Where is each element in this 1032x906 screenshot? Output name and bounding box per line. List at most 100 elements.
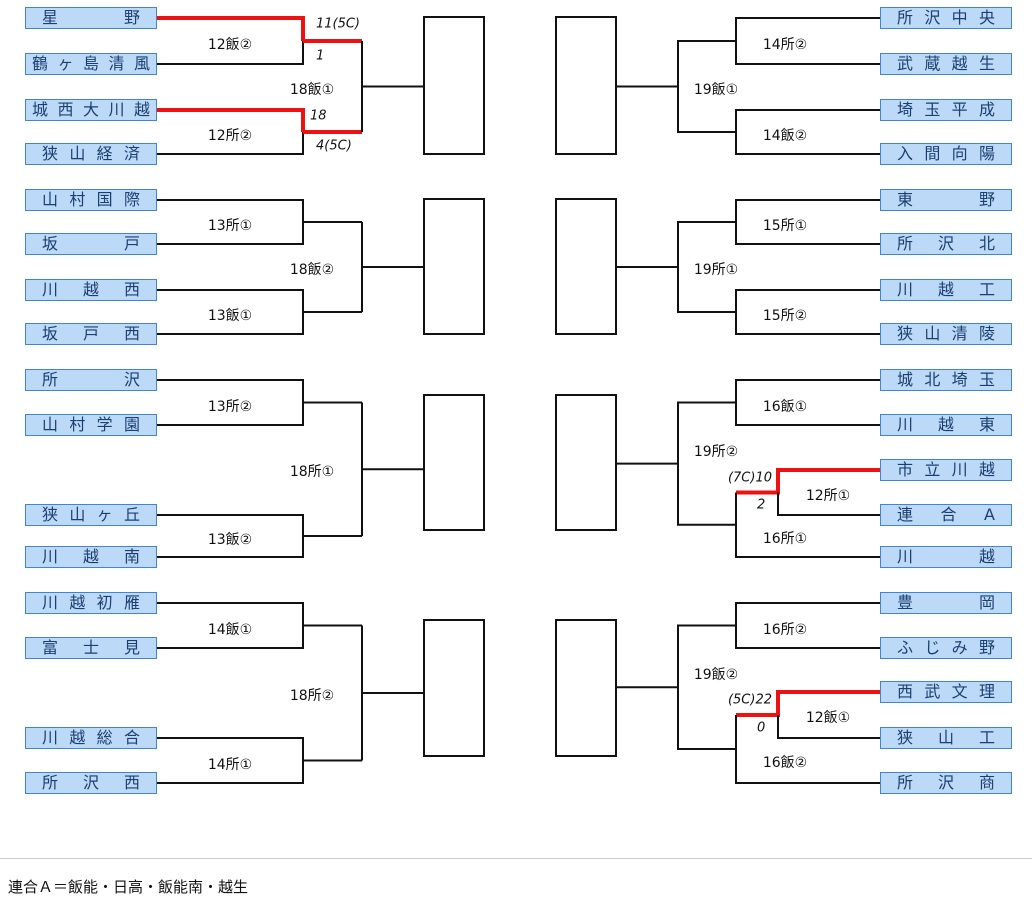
- team-box: ふじみ野: [880, 637, 1012, 659]
- team-box: 東野: [880, 189, 1012, 211]
- winner-line: [157, 16, 305, 41]
- bracket-line: [735, 602, 880, 649]
- team-box: 川越西: [25, 279, 157, 301]
- team-box: 狭山工: [880, 727, 1012, 749]
- team-box: 市立川越: [880, 459, 1012, 481]
- match-label: 12飯②: [207, 37, 253, 53]
- bracket-line: [157, 379, 304, 403]
- bracket-line: [735, 715, 880, 784]
- team-box: 川越総合: [25, 727, 157, 749]
- team-box: 城西大川越: [25, 99, 157, 121]
- team-box: 富士見: [25, 637, 157, 659]
- bracket-line: [157, 199, 304, 222]
- team-box: 西武文理: [880, 681, 1012, 703]
- semifinal-slot: [555, 16, 617, 155]
- score: 4(5C): [316, 138, 352, 154]
- team-box: 坂戸: [25, 233, 157, 255]
- team-box: 所沢: [25, 369, 157, 391]
- bracket-line: [157, 312, 304, 335]
- bracket-line: [735, 109, 880, 155]
- bracket-line: [157, 536, 304, 558]
- round2-label: 19所①: [693, 262, 739, 278]
- score: 0: [757, 720, 766, 736]
- bracket-line: [677, 401, 736, 526]
- match-label: 14所①: [207, 756, 253, 773]
- bracket-line: [777, 715, 880, 739]
- round2-label: 19所②: [693, 443, 739, 460]
- score: 11(5C): [315, 16, 360, 32]
- team-box: 川越東: [880, 414, 1012, 436]
- team-box: 連合A: [880, 504, 1012, 526]
- team-box: 所沢北: [880, 233, 1012, 255]
- team-box: 武蔵越生: [880, 53, 1012, 75]
- winner-line: [736, 690, 880, 717]
- winner-line: [157, 108, 305, 132]
- round2-label: 19飯①: [693, 81, 739, 98]
- match-label: 16所②: [762, 621, 808, 638]
- bracket-line: [735, 199, 880, 245]
- match-label: 16所①: [762, 530, 808, 547]
- winner-line: [736, 468, 880, 495]
- score: (7C)10: [727, 470, 772, 486]
- semifinal-slot: [423, 198, 485, 335]
- bracket-line: [157, 514, 304, 536]
- round2-label: 19飯②: [693, 667, 739, 684]
- bracket-line: [157, 737, 304, 761]
- round2-label: 18飯②: [289, 262, 335, 278]
- footnote: 連合Ａ＝飯能・日高・飯能南・越生: [8, 878, 249, 896]
- match-label: 14所②: [762, 37, 808, 53]
- team-box: 星野: [25, 7, 157, 29]
- score: 18: [310, 108, 327, 124]
- bracket-line: [777, 492, 880, 516]
- semifinal-slot: [423, 619, 485, 757]
- bracket-line: [735, 379, 880, 426]
- team-box: 川越: [880, 546, 1012, 568]
- bracket-line: [157, 760, 304, 784]
- semifinal-slot: [555, 619, 617, 757]
- team-box: 所沢商: [880, 772, 1012, 794]
- score: (5C)22: [727, 692, 772, 708]
- team-box: 所沢中央: [880, 7, 1012, 29]
- match-label: 16飯②: [762, 755, 808, 771]
- semifinal-slot: [423, 394, 485, 531]
- match-label: 13所①: [207, 218, 253, 234]
- score: 2: [757, 497, 766, 513]
- match-label: 14飯②: [762, 128, 808, 144]
- match-label: 12所②: [207, 128, 253, 144]
- team-box: 川越初雁: [25, 592, 157, 614]
- bracket-line: [157, 602, 304, 626]
- match-label: 16飯①: [762, 398, 808, 415]
- team-box: 豊岡: [880, 592, 1012, 614]
- team-box: 城北埼玉: [880, 369, 1012, 391]
- match-label: 13所②: [207, 398, 253, 415]
- bracket-line: [157, 132, 304, 155]
- bracket-line: [677, 624, 736, 750]
- round0-label: 12飯①: [805, 710, 851, 726]
- match-label: 15所②: [762, 308, 808, 324]
- bracket-line: [157, 222, 304, 245]
- round2-label: 18飯①: [289, 81, 335, 98]
- semifinal-slot: [423, 16, 485, 155]
- round2-label: 18所①: [289, 464, 335, 481]
- match-label: 13飯②: [207, 532, 253, 548]
- round2-label: 18所②: [289, 688, 335, 704]
- match-label: 15所①: [762, 218, 808, 234]
- team-box: 川越工: [880, 279, 1012, 301]
- team-box: 狭山清陵: [880, 323, 1012, 345]
- team-box: 所沢西: [25, 772, 157, 794]
- team-box: 入間向陽: [880, 143, 1012, 165]
- bracket-line: [157, 41, 304, 65]
- divider: [0, 858, 1032, 859]
- score: 1: [316, 48, 325, 64]
- bracket-line: [735, 17, 880, 65]
- team-box: 鶴ヶ島清風: [25, 53, 157, 75]
- bracket-line: [735, 492, 880, 558]
- team-box: 埼玉平成: [880, 99, 1012, 121]
- team-box: 狭山ヶ丘: [25, 504, 157, 526]
- team-box: 川越南: [25, 546, 157, 568]
- bracket-line: [157, 289, 304, 312]
- team-box: 狭山経済: [25, 143, 157, 165]
- bracket-line: [735, 289, 880, 335]
